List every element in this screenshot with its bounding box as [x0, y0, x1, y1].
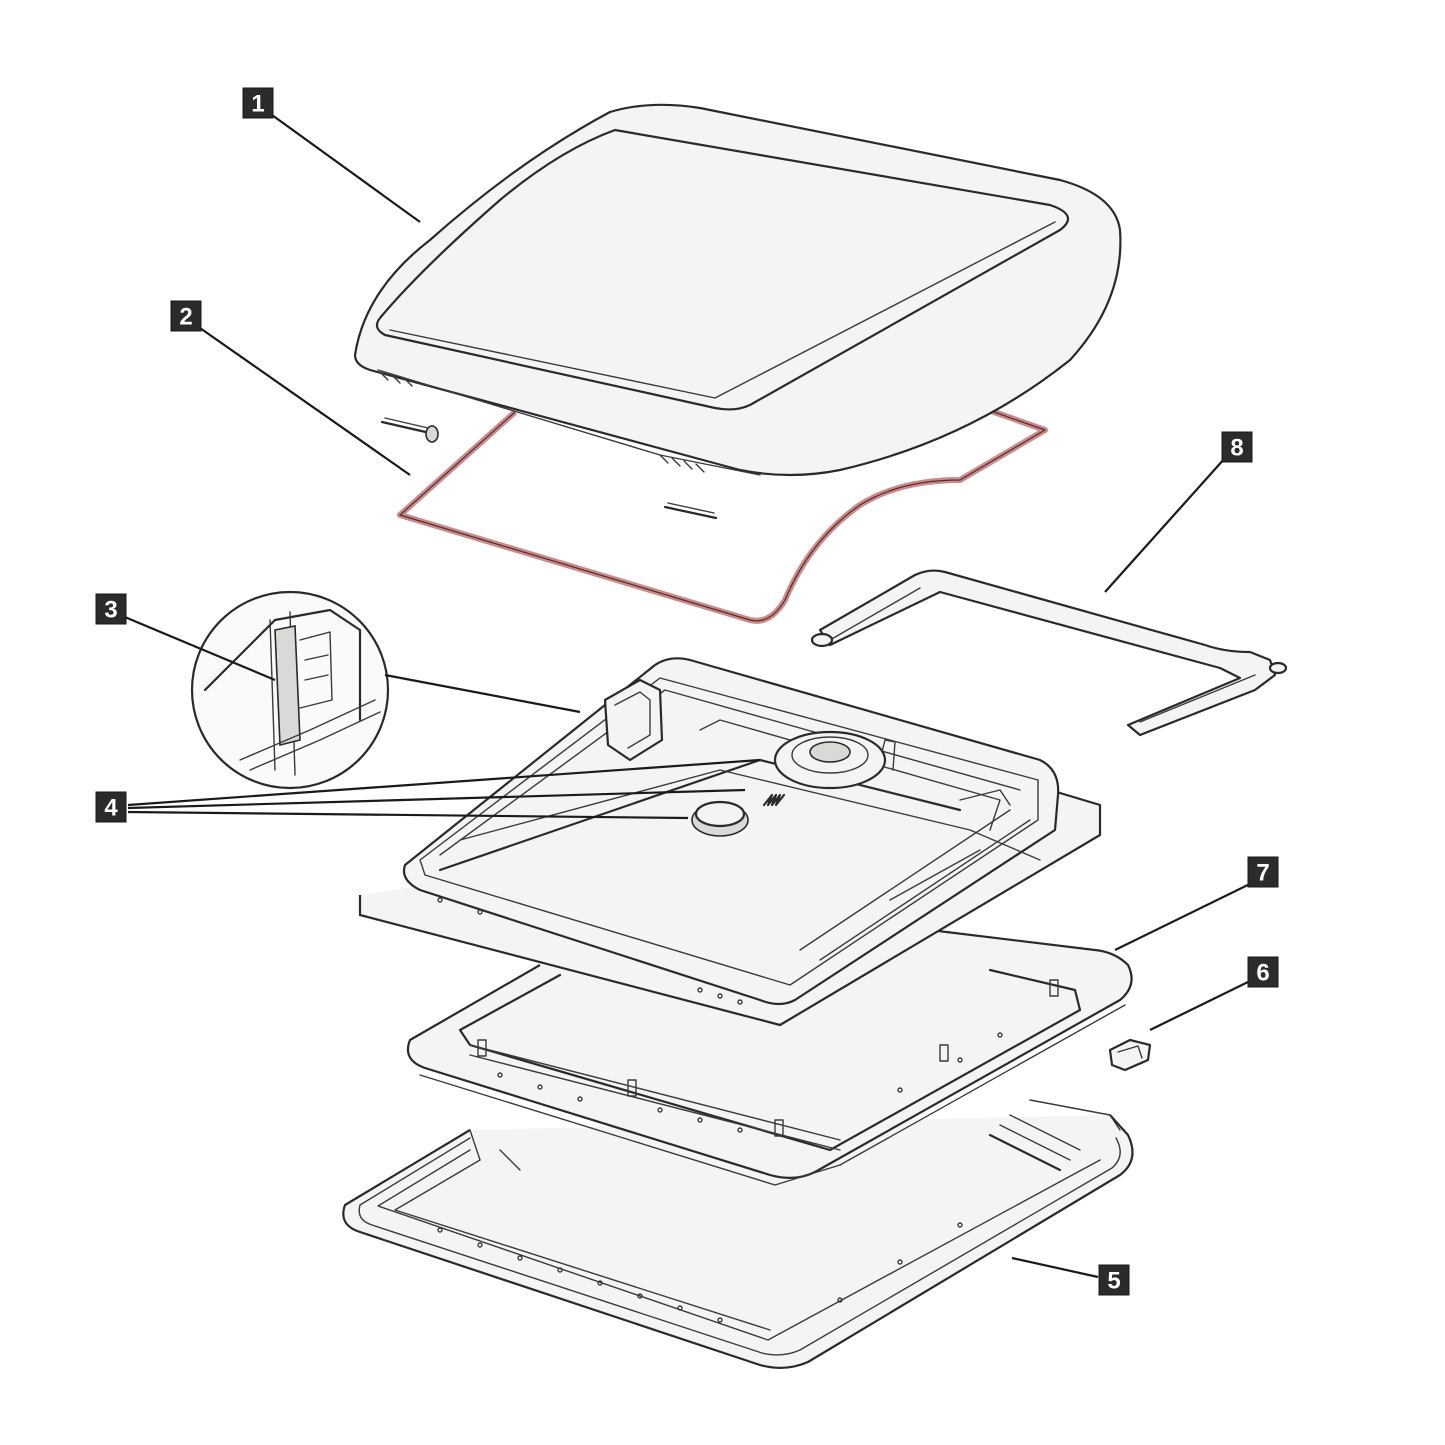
- window-frame-assembly: [358, 657, 1102, 1027]
- vent-knob-base: [773, 730, 887, 790]
- leader-3: [119, 613, 276, 682]
- leader-8: [1104, 457, 1226, 593]
- part-7-base-frame: [406, 928, 1133, 1186]
- screw-center: [663, 502, 718, 520]
- callout-6-label: 6: [1256, 960, 1269, 987]
- part-1-cover-dome: [353, 103, 1122, 477]
- callout-3-label: 3: [104, 597, 117, 624]
- part-5-inner-frame: [342, 1099, 1134, 1369]
- leader-4a: [127, 758, 761, 807]
- part-8-support-arm: [810, 569, 1288, 737]
- knob-cap: [691, 800, 749, 837]
- callout-2-label: 2: [179, 304, 192, 331]
- callout-6: 6: [1247, 956, 1279, 988]
- callout-8-label: 8: [1230, 435, 1243, 462]
- leader-7: [1114, 879, 1259, 951]
- callout-4: 4: [95, 791, 127, 823]
- callout-1-label: 1: [251, 91, 264, 118]
- part-6-clip: [1108, 1038, 1152, 1072]
- spring-part: [762, 793, 786, 807]
- callout-4-label: 4: [104, 795, 118, 822]
- part-2-seal: [380, 397, 1048, 624]
- part-3-detail-view: [190, 590, 390, 790]
- leader-5: [1011, 1256, 1099, 1279]
- callout-8: 8: [1221, 431, 1253, 463]
- callout-1: 1: [242, 87, 274, 119]
- screw-left: [380, 417, 439, 443]
- callout-2: 2: [170, 300, 202, 332]
- callout-5-label: 5: [1107, 1268, 1120, 1295]
- callout-7-label: 7: [1256, 860, 1269, 887]
- callout-3: 3: [95, 593, 127, 625]
- leader-4c: [127, 810, 689, 820]
- leader-4b: [127, 788, 746, 810]
- leader-lines: [119, 114, 1259, 1279]
- leader-2: [199, 327, 411, 476]
- leader-1: [271, 114, 421, 223]
- leader-3-circle: [384, 673, 581, 714]
- leader-6: [1149, 981, 1249, 1031]
- callout-5: 5: [1098, 1264, 1130, 1296]
- callout-7: 7: [1247, 856, 1279, 888]
